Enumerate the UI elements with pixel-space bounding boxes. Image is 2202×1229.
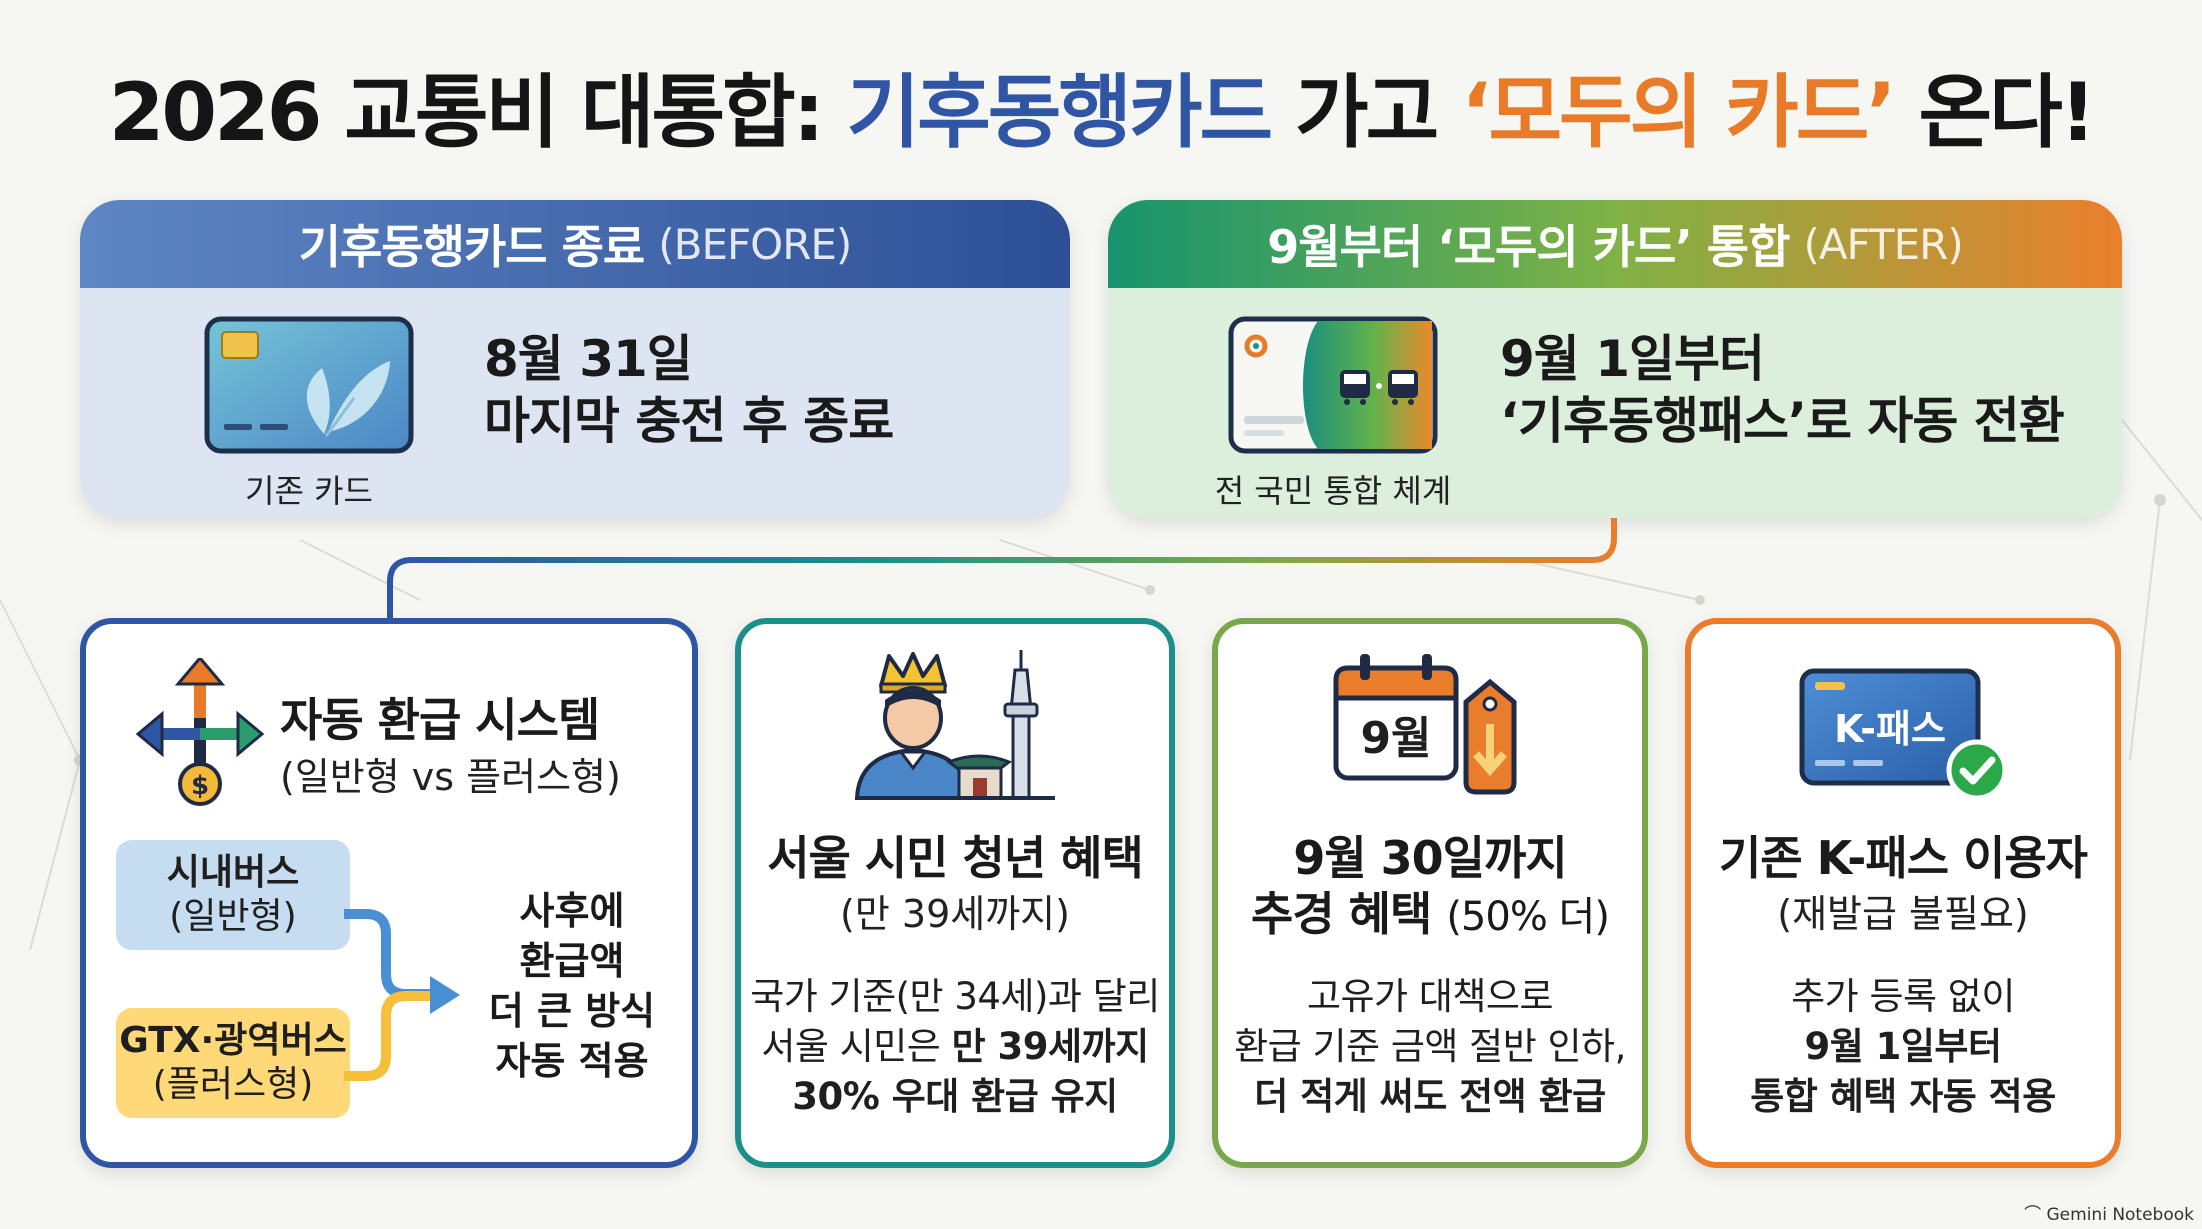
seoul-youth-card: 서울 시민 청년 혜택 (만 39세까지) 국가 기준(만 34세)과 달리 서… [735, 618, 1175, 1168]
before-card-caption: 기존 카드 [245, 472, 373, 510]
after-panel: 9월부터 ‘모두의 카드’ 통합(AFTER) 전 국민 통합 체계 9월 1일… [1108, 200, 2122, 518]
kpass-card-title: 기존 K-패스 이용자 [1718, 831, 2088, 885]
before-panel: 기후동행카드 종료(BEFORE) 기존 카드 8월 31일 마지막 충전 후 … [80, 200, 1070, 518]
title-highlight-everyone-card: ‘모두의 카드’ [1461, 66, 1897, 159]
september-card-body: 고유가 대책으로 환급 기준 금액 절반 인하, 더 적게 써도 전액 환급 [1234, 975, 1626, 1118]
page-title: 2026 교통비 대통합: 기후동행카드 가고 ‘모두의 카드’ 온다! [108, 66, 2097, 159]
leaf-card-icon [204, 316, 414, 454]
kpass-card-body: 추가 등록 없이 9월 1일부터 통합 혜택 자동 적용 [1750, 975, 2056, 1118]
merge-arrows-icon [344, 909, 460, 1081]
kpass-card-label: K-패스 [1834, 707, 1946, 751]
footer-credit: ⌒ Gemini Notebook [2024, 1205, 2194, 1225]
youth-card-body: 국가 기준(만 34세)과 달리 서울 시민은 만 39세까지 30% 우대 환… [750, 975, 1160, 1118]
split-arrows-icon: $ [135, 658, 265, 806]
youth-card-subtitle: (만 39세까지) [840, 892, 1070, 936]
city-bus-pill: 시내버스 (일반형) [116, 840, 350, 950]
refund-result-text: 사후에 환급액 더 큰 방식 자동 적용 [488, 889, 656, 1083]
before-panel-header: 기후동행카드 종료(BEFORE) [80, 200, 1070, 288]
before-panel-text: 8월 31일 마지막 충전 후 종료 [484, 330, 894, 450]
after-card-caption: 전 국민 통합 체계 [1214, 472, 1452, 510]
check-icon [1946, 739, 2008, 801]
kpass-user-card: K-패스 기존 K-패스 이용자 (재발급 불필요) 추가 등록 없이 9월 1… [1685, 618, 2121, 1168]
refund-system-card: $ 자동 환급 시스템 (일반형 vs 플러스형) 시내버스 (일반형) GTX… [80, 618, 698, 1168]
gtx-bus-pill: GTX·광역버스 (플러스형) [116, 1008, 350, 1118]
kpass-card-icon: K-패스 [1799, 668, 2009, 808]
notebook-icon: ⌒ [2024, 1205, 2047, 1225]
title-highlight-climate-card: 기후동행카드 [846, 66, 1274, 159]
kpass-card-subtitle: (재발급 불필요) [1777, 892, 2029, 936]
svg-text:$: $ [191, 771, 209, 801]
refund-card-title: 자동 환급 시스템 [280, 693, 600, 747]
calendar-price-icon: 9월 [1330, 652, 1530, 802]
after-panel-header: 9월부터 ‘모두의 카드’ 통합(AFTER) [1108, 200, 2122, 288]
refund-card-subtitle: (일반형 vs 플러스형) [280, 755, 621, 799]
person-crown-icon [854, 650, 1055, 800]
after-panel-text: 9월 1일부터 ‘기후동행패스’로 자동 전환 [1500, 330, 2065, 450]
september-benefit-card: 9월 9월 30일까지 추경 혜택 (50% 더) 고유가 대책으로 환급 기준… [1212, 618, 1648, 1168]
calendar-icon [1333, 654, 1517, 795]
september-card-title: 9월 30일까지 추경 혜택 (50% 더) [1251, 831, 1610, 941]
calendar-label: 9월 [1360, 713, 1432, 764]
transit-card-icon [1228, 316, 1438, 454]
youth-card-title: 서울 시민 청년 혜택 [767, 831, 1144, 885]
